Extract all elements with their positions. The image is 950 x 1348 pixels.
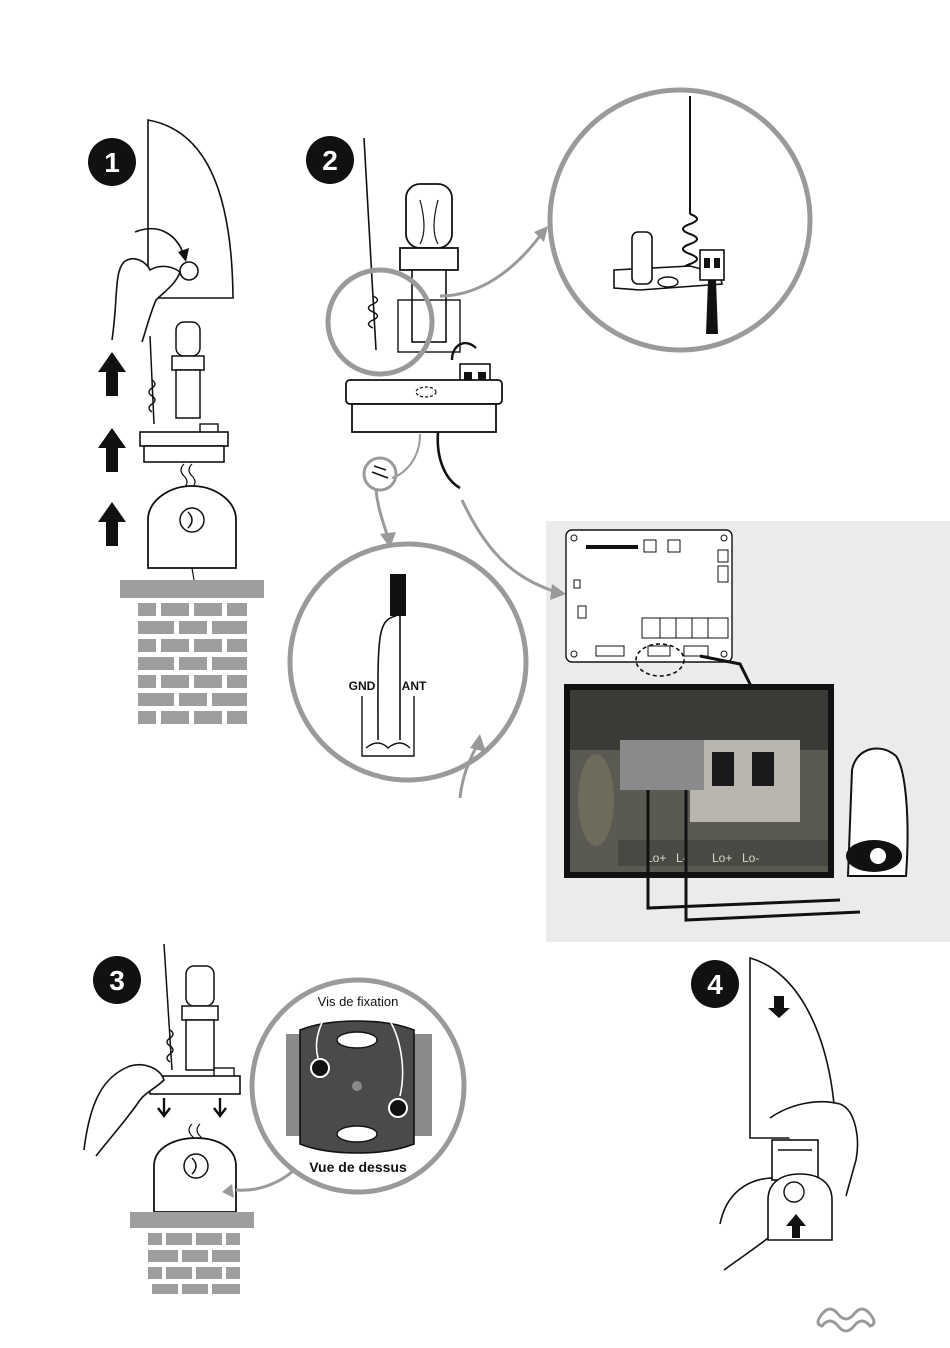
center-hole [352, 1081, 362, 1091]
cover-screw [180, 262, 198, 280]
coax-plug [390, 574, 406, 616]
step1-number: 1 [104, 147, 120, 178]
top-view-label: Vue de dessus [309, 1159, 407, 1175]
up-arrow-1 [98, 352, 126, 396]
terminal-label-3: Lo+ [712, 851, 732, 865]
slot-top [337, 1032, 377, 1048]
brick-pillar [120, 580, 264, 724]
supply-wire [181, 464, 187, 488]
base-screw-4 [784, 1182, 804, 1202]
lamp-holder-3 [186, 1020, 214, 1070]
gnd-ant-detail: GND ANT [290, 544, 526, 798]
footer-ornament [818, 1309, 874, 1331]
zoom-terminal [700, 250, 724, 280]
step2-group: 2 [306, 136, 566, 600]
controller-pcb [566, 530, 732, 662]
lamp-bulb [176, 322, 200, 356]
screw-label: Vis de fixation [318, 994, 399, 1009]
supply-wire-2 [189, 464, 195, 488]
pcb-header-strip [586, 545, 638, 549]
footer-logo [818, 1309, 874, 1331]
lamp-base-body-large [352, 404, 496, 432]
photo-terminal-block [690, 740, 800, 822]
down-arrow-a [158, 1098, 170, 1116]
lamp-socket-3 [182, 1006, 218, 1020]
photo-socket-b [752, 752, 774, 786]
slot-bottom [337, 1126, 377, 1142]
step3-number: 3 [109, 965, 125, 996]
photo-highlight-box [620, 740, 704, 790]
photo-socket-a [712, 752, 734, 786]
cable-end-ring [364, 458, 396, 490]
zoom-terminal-screw-a [704, 258, 710, 268]
down-arrow-b [214, 1098, 226, 1116]
gnd-ant-circle [290, 544, 526, 780]
top-view-detail: Vis de fixation Vue de dessus [252, 980, 464, 1192]
antenna-3 [164, 944, 172, 1070]
gnd-label: GND [349, 679, 376, 693]
step2-number: 2 [322, 145, 338, 176]
lamp-socket-large [400, 248, 458, 270]
terminal-label-4: Lo- [742, 851, 759, 865]
lamp-bulb-large [406, 184, 452, 248]
lamp-base-plate-large [346, 380, 502, 404]
photo-capacitor [578, 754, 614, 846]
zoom-cable [706, 280, 718, 334]
hand [112, 259, 180, 342]
antenna-head-screw [870, 848, 886, 864]
output-cable [438, 432, 460, 488]
antenna-zoom-detail [550, 90, 810, 350]
antenna-large [364, 138, 376, 350]
fixing-screw-left [311, 1059, 329, 1077]
detail-arrow [376, 490, 388, 538]
lamp-bulb-3 [186, 966, 214, 1006]
step4-group: 4 [691, 958, 857, 1270]
capacitor [632, 232, 652, 284]
step4-number: 4 [707, 969, 723, 1000]
antenna-zoom-circle [550, 90, 810, 350]
lamp-base-plate [140, 432, 228, 446]
ant-label: ANT [402, 679, 427, 693]
base-wire [192, 568, 194, 580]
up-arrow-2 [98, 428, 126, 472]
pcb-component [658, 277, 678, 287]
brick-pillar-3 [130, 1212, 254, 1294]
step1-group: 1 [88, 120, 264, 724]
lamp-holder [176, 370, 200, 418]
zoom-terminal-screw-b [714, 258, 720, 268]
fixing-screw-right [389, 1099, 407, 1117]
cable-end-wires [372, 466, 388, 478]
hand-3 [84, 1065, 164, 1156]
lamp-socket [172, 356, 204, 370]
up-arrow-3 [98, 502, 126, 546]
lamp-base-body [144, 446, 224, 462]
